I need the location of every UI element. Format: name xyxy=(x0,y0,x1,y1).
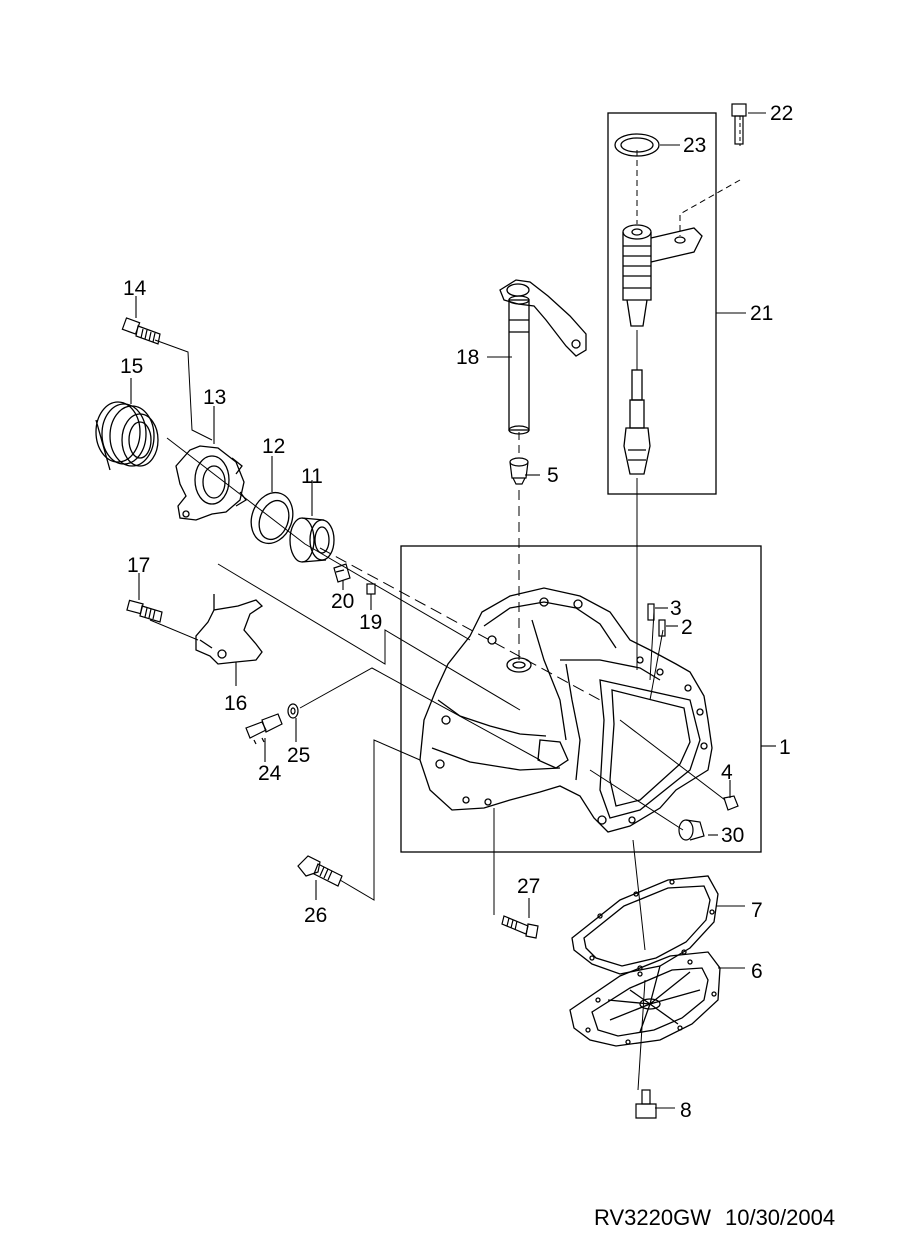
callout-11: 11 xyxy=(301,465,323,488)
callout-24: 24 xyxy=(258,762,282,785)
callout-20: 20 xyxy=(331,590,355,613)
pin-19 xyxy=(366,583,376,595)
plug-20 xyxy=(333,563,351,583)
o-ring-23 xyxy=(614,133,660,157)
drawing-footer: RV3220GW 10/30/2004 xyxy=(594,1205,849,1231)
plug-4 xyxy=(723,795,739,811)
callout-5: 5 xyxy=(547,464,559,487)
callout-15: 15 xyxy=(120,355,144,378)
housing-group-box xyxy=(400,545,762,853)
callout-30: 30 xyxy=(721,824,745,847)
callout-27: 27 xyxy=(517,875,541,898)
gasket-7 xyxy=(571,875,719,975)
callout-4: 4 xyxy=(721,761,733,784)
callout-22: 22 xyxy=(770,102,794,125)
transmission-housing-1 xyxy=(419,587,713,833)
pin-2 xyxy=(658,619,666,637)
callout-14: 14 xyxy=(123,277,147,300)
callout-13: 13 xyxy=(203,386,227,409)
callout-16: 16 xyxy=(224,692,248,715)
bearing-15 xyxy=(95,401,159,471)
bushing-5 xyxy=(509,457,529,485)
callout-21: 21 xyxy=(750,302,774,325)
assembly-lines xyxy=(149,116,741,1091)
bolt-26 xyxy=(297,855,343,887)
callout-1: 1 xyxy=(779,736,791,759)
plug-30 xyxy=(678,819,705,841)
drain-plug-8 xyxy=(635,1089,657,1119)
speedometer-gear-21 xyxy=(622,224,703,475)
pin-3 xyxy=(647,603,655,621)
callout-25: 25 xyxy=(287,744,311,767)
shift-fork-16 xyxy=(195,594,264,665)
release-sleeve-13 xyxy=(175,445,247,521)
callout-26: 26 xyxy=(304,904,328,927)
sensor-24 xyxy=(245,713,283,745)
bolt-17 xyxy=(126,599,163,623)
callout-7: 7 xyxy=(751,899,763,922)
callout-6: 6 xyxy=(751,960,763,983)
bearing-11 xyxy=(289,517,335,563)
bolt-22 xyxy=(731,103,747,145)
callout-8: 8 xyxy=(680,1099,692,1122)
bolt-27 xyxy=(501,915,539,939)
bolt-14 xyxy=(121,317,161,345)
snap-ring-12 xyxy=(250,491,294,545)
shift-shaft-18 xyxy=(499,279,587,435)
drawing-code: RV3220GW xyxy=(594,1205,711,1230)
oil-pan-6 xyxy=(569,951,721,1047)
leader-lines xyxy=(130,112,776,1109)
callout-12: 12 xyxy=(262,435,286,458)
speedometer-group-box xyxy=(607,112,717,495)
callout-2: 2 xyxy=(681,616,693,639)
callout-18: 18 xyxy=(456,346,480,369)
callout-3: 3 xyxy=(670,597,682,620)
washer-25 xyxy=(287,703,299,719)
callout-23: 23 xyxy=(683,134,707,157)
callout-17: 17 xyxy=(127,554,151,577)
callout-19: 19 xyxy=(359,611,383,634)
drawing-date: 10/30/2004 xyxy=(724,1205,836,1230)
